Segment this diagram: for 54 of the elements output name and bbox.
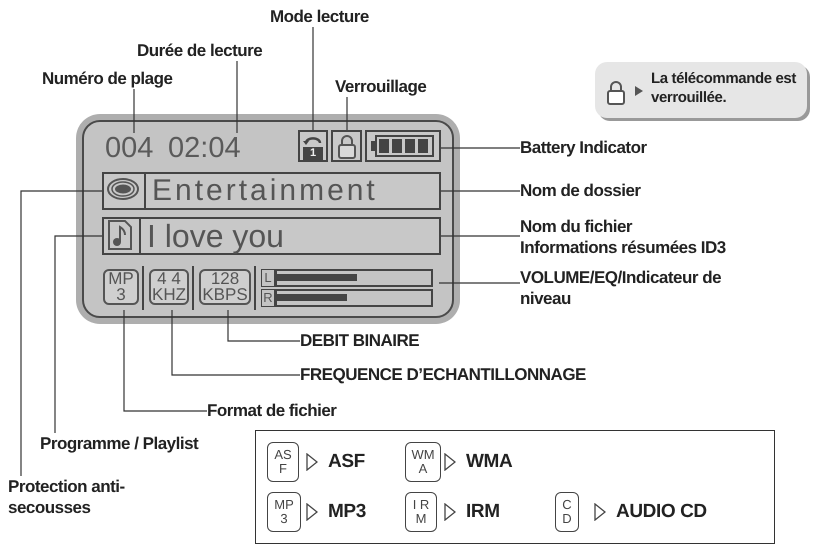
format-name: AUDIO CD <box>616 501 707 523</box>
leader-line <box>54 235 102 433</box>
play-mode-indicator <box>298 130 328 162</box>
leader-line <box>312 27 314 130</box>
leader-line <box>439 282 520 284</box>
leader-line <box>441 190 520 192</box>
format-name: WMA <box>466 451 512 473</box>
lcd-text: 02:04 <box>168 133 241 163</box>
callout-label: Durée de lecture <box>137 40 262 61</box>
callout-label: Verrouillage <box>335 76 426 97</box>
bitrate-indicator-text: 128 KBPS <box>199 269 251 305</box>
format-name: IRM <box>466 501 500 523</box>
callout-label: Battery Indicator <box>520 137 647 158</box>
note-box <box>595 62 807 118</box>
note-text: La télécommande est verrouillée. <box>651 69 798 107</box>
folder-name-row <box>102 172 441 210</box>
callout-label: Protection anti-secousses <box>8 476 168 518</box>
lcd-text: 004 <box>105 133 154 163</box>
format-indicator-text: MP 3 <box>103 269 139 305</box>
format-name: MP3 <box>328 501 366 523</box>
leader-line <box>123 310 207 412</box>
format-tag: I R M <box>405 492 437 532</box>
callout-label: DEBIT BINAIRE <box>300 330 420 351</box>
callout-label: Mode lecture <box>270 6 369 27</box>
file-name-row <box>102 217 441 255</box>
format-tag: WM A <box>405 442 441 482</box>
leader-line <box>20 190 102 476</box>
leader-line <box>236 61 238 133</box>
callout-label: Programme / Playlist <box>40 433 198 454</box>
channel-letter: R <box>261 289 275 307</box>
callout-label: Numéro de plage <box>42 68 172 89</box>
mode-number: 1 <box>303 147 323 160</box>
format-tag: C D <box>555 492 579 532</box>
folder-name-text: Entertainment <box>152 174 378 208</box>
callout-label: VOLUME/EQ/Indicateur de niveau <box>520 267 745 309</box>
sample-rate-indicator-text: 4 4 KHZ <box>149 269 189 305</box>
battery-icon <box>365 130 441 162</box>
format-tag: MP 3 <box>267 492 301 532</box>
channel-letter: L <box>261 269 275 287</box>
leader-line <box>441 235 520 237</box>
callout-label: Format de fichier <box>207 400 336 421</box>
leader-line <box>346 97 348 130</box>
leader-line <box>441 147 520 149</box>
format-tag: AS F <box>267 442 299 482</box>
lock-icon <box>331 130 362 162</box>
callout-label: Nom du fichier <box>520 216 634 237</box>
callout-label: Nom de dossier <box>520 180 641 201</box>
format-name: ASF <box>328 451 365 473</box>
leader-line <box>227 310 300 342</box>
leader-line <box>171 310 300 376</box>
callout-label: Informations résumées ID3 <box>520 237 726 258</box>
callout-label: FREQUENCE D’ECHANTILLONNAGE <box>300 364 586 385</box>
leader-line <box>133 89 135 133</box>
file-name-text: I love you <box>147 219 284 253</box>
